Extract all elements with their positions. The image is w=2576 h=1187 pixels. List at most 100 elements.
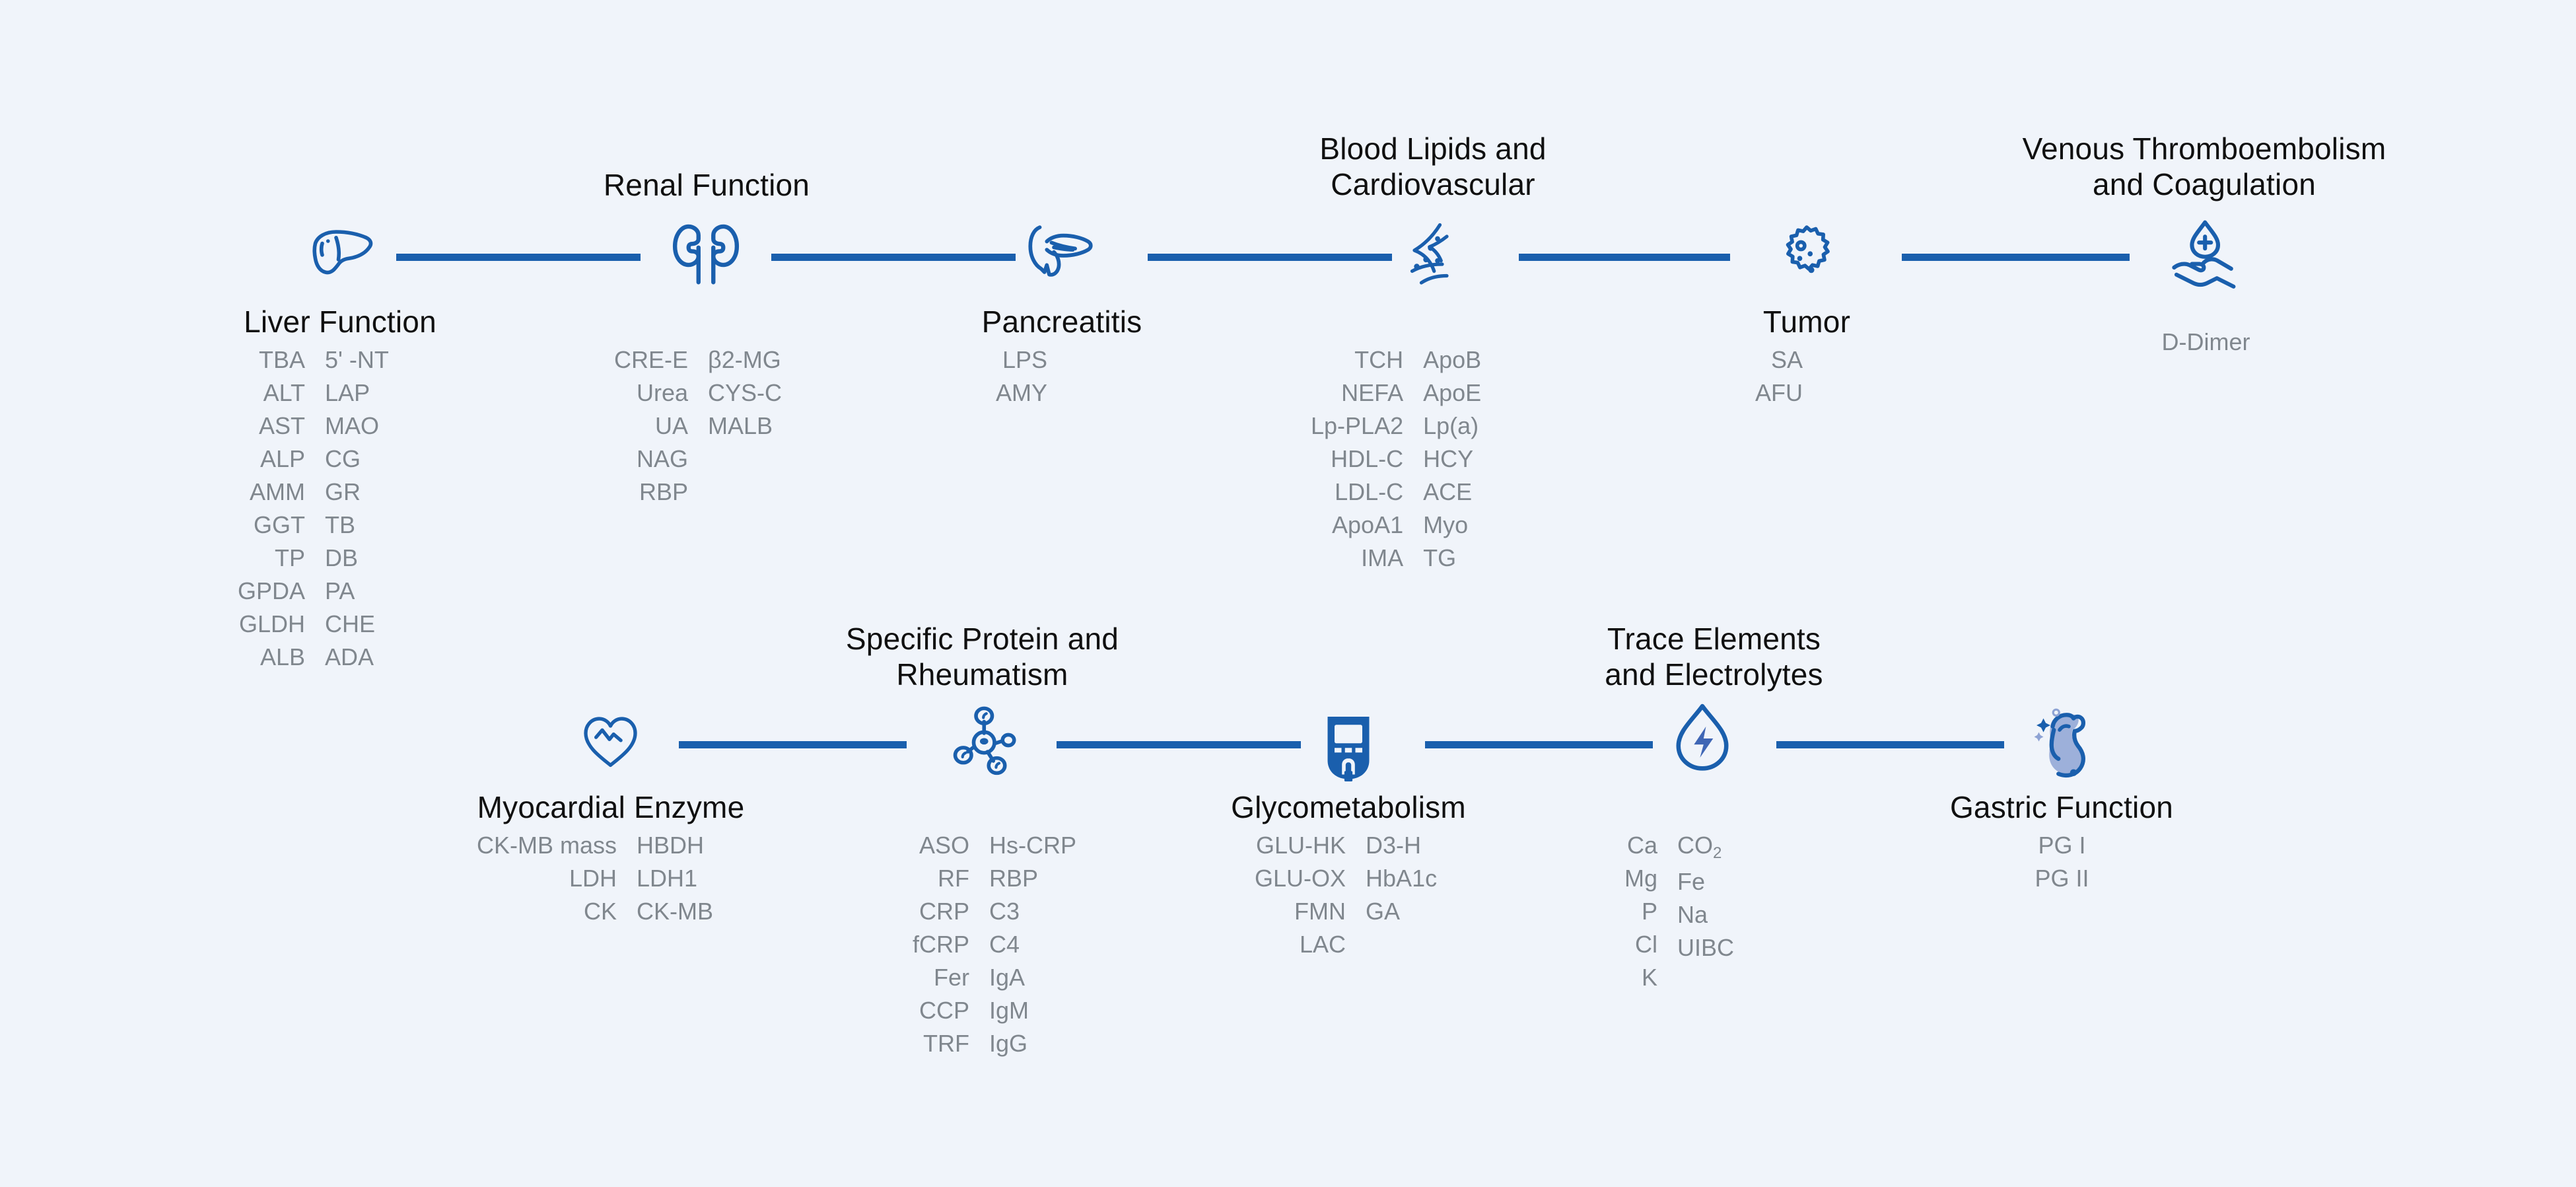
artery-plaque-icon	[1393, 218, 1473, 292]
list-item: IgM	[989, 997, 1029, 1024]
liver-icon	[304, 218, 378, 292]
list-item: Mg	[1624, 865, 1658, 892]
list-item: fCRP	[913, 931, 970, 958]
item-column-left: GLU-HK GLU-OX FMN LAC	[1255, 829, 1346, 961]
test-item-list: D-Dimer	[2125, 326, 2287, 359]
list-item: Lp(a)	[1423, 412, 1479, 439]
list-item: RBP	[639, 478, 689, 505]
node-title: Blood Lipids and Cardiovascular	[1319, 131, 1547, 201]
list-item: HCY	[1423, 445, 1474, 472]
list-item: β2-MG	[708, 346, 781, 373]
list-item: FMN	[1294, 898, 1346, 925]
node-title: Liver Function	[244, 305, 436, 339]
list-item: NAG	[637, 445, 689, 472]
list-item: Myo	[1423, 511, 1469, 538]
list-item: TRF	[923, 1030, 970, 1057]
list-item: ApoB	[1423, 346, 1482, 373]
list-item: LDH1	[637, 865, 698, 892]
list-item: GLU-OX	[1255, 865, 1346, 892]
pancreas-icon	[1021, 217, 1103, 295]
list-item: LAC	[1300, 931, 1346, 958]
list-item: C3	[989, 898, 1020, 925]
test-item-list: GLU-HK GLU-OX FMN LAC D3-H HbA1c GA	[1255, 829, 1437, 961]
item-column-right: ApoB ApoE Lp(a) HCY ACE Myo TG	[1423, 343, 1481, 575]
item-column-left: CK-MB mass LDH CK	[477, 829, 617, 928]
test-item-list: TBA ALT AST ALP AMM GGT TP GPDA GLDH ALB…	[238, 343, 389, 674]
list-item: D-Dimer	[2161, 328, 2250, 355]
list-item: IgA	[989, 964, 1026, 991]
heart-pulse-icon	[576, 709, 645, 775]
list-item: Ca	[1626, 832, 1658, 859]
list-item: LDL-C	[1335, 478, 1404, 505]
list-item: LAP	[325, 379, 370, 406]
list-item-co2: CO2	[1677, 832, 1722, 862]
list-item: GR	[325, 478, 361, 505]
connector-tumor-to-vte	[1902, 254, 2130, 261]
list-item: CCP	[919, 997, 970, 1024]
list-item: 5' -NT	[325, 346, 389, 373]
list-item: PG I	[2038, 832, 2086, 859]
node-title: Specific Protein and Rheumatism	[845, 622, 1119, 692]
item-column-left: Ca Mg P Cl K	[1624, 829, 1657, 994]
node-title: Pancreatitis	[981, 305, 1142, 339]
list-item: LPS	[1002, 346, 1048, 373]
list-item: HDL-C	[1331, 445, 1404, 472]
list-item: CK	[584, 898, 617, 925]
item-column-left: SA AFU	[1755, 343, 1803, 410]
tumor-cell-icon	[1770, 218, 1844, 292]
list-item: TG	[1423, 544, 1457, 571]
item-column-left: LPS AMY	[996, 343, 1047, 410]
node-title: Glycometabolism	[1231, 790, 1466, 824]
list-item: RBP	[989, 865, 1039, 892]
list-item: RF	[938, 865, 970, 892]
list-item: C4	[989, 931, 1020, 958]
connector-myocardial-to-protein	[679, 741, 907, 748]
list-item: HBDH	[637, 832, 705, 859]
list-item: ASO	[919, 832, 970, 859]
connector-protein-to-glyco	[1057, 741, 1301, 748]
list-item: P	[1642, 898, 1658, 925]
list-item: Fe	[1677, 868, 1706, 895]
list-item: Hs-CRP	[989, 832, 1077, 859]
list-item: MAO	[325, 412, 380, 439]
list-item: GLDH	[239, 610, 306, 637]
list-item: AMM	[250, 478, 306, 505]
list-item: UIBC	[1677, 934, 1735, 961]
connector-liver-to-renal	[396, 254, 641, 261]
item-column-right: D3-H HbA1c GA	[1366, 829, 1437, 928]
list-item: ALB	[260, 643, 306, 670]
connector-renal-to-pancreatitis	[771, 254, 1016, 261]
list-item: ALP	[260, 445, 306, 472]
list-item: UA	[655, 412, 689, 439]
item-column-left: TCH NEFA Lp-PLA2 HDL-C LDL-C ApoA1 IMA	[1311, 343, 1403, 575]
list-item: AST	[259, 412, 306, 439]
item-column-left: PG I PG II	[2021, 829, 2103, 895]
list-item: GA	[1366, 898, 1401, 925]
list-item: K	[1642, 964, 1658, 991]
list-item: CK-MB	[637, 898, 714, 925]
list-item: IMA	[1361, 544, 1404, 571]
electrolyte-drop-icon	[1667, 700, 1737, 777]
test-item-list: CK-MB mass LDH CK HBDH LDH1 CK-MB	[477, 829, 713, 928]
list-item: TP	[275, 544, 306, 571]
list-item: GLU-HK	[1256, 832, 1346, 859]
glucose-meter-icon	[1318, 712, 1379, 786]
list-item: ACE	[1423, 478, 1473, 505]
list-item: Fer	[934, 964, 970, 991]
list-item: D3-H	[1366, 832, 1422, 859]
list-item: NEFA	[1341, 379, 1404, 406]
blood-drop-hand-icon	[2165, 217, 2248, 295]
node-title: Myocardial Enzyme	[477, 790, 745, 824]
test-item-list: TCH NEFA Lp-PLA2 HDL-C LDL-C ApoA1 IMA A…	[1311, 343, 1481, 575]
list-item: SA	[1770, 346, 1803, 373]
list-item: AMY	[996, 379, 1048, 406]
list-item: CK-MB mass	[477, 832, 617, 859]
list-item: GGT	[254, 511, 306, 538]
list-item: MALB	[708, 412, 773, 439]
list-item: Lp-PLA2	[1311, 412, 1404, 439]
subscript-2: 2	[1713, 844, 1722, 862]
list-item: CG	[325, 445, 361, 472]
node-title: Gastric Function	[1949, 790, 2174, 824]
node-title: Trace Elements and Electrolytes	[1605, 622, 1823, 692]
